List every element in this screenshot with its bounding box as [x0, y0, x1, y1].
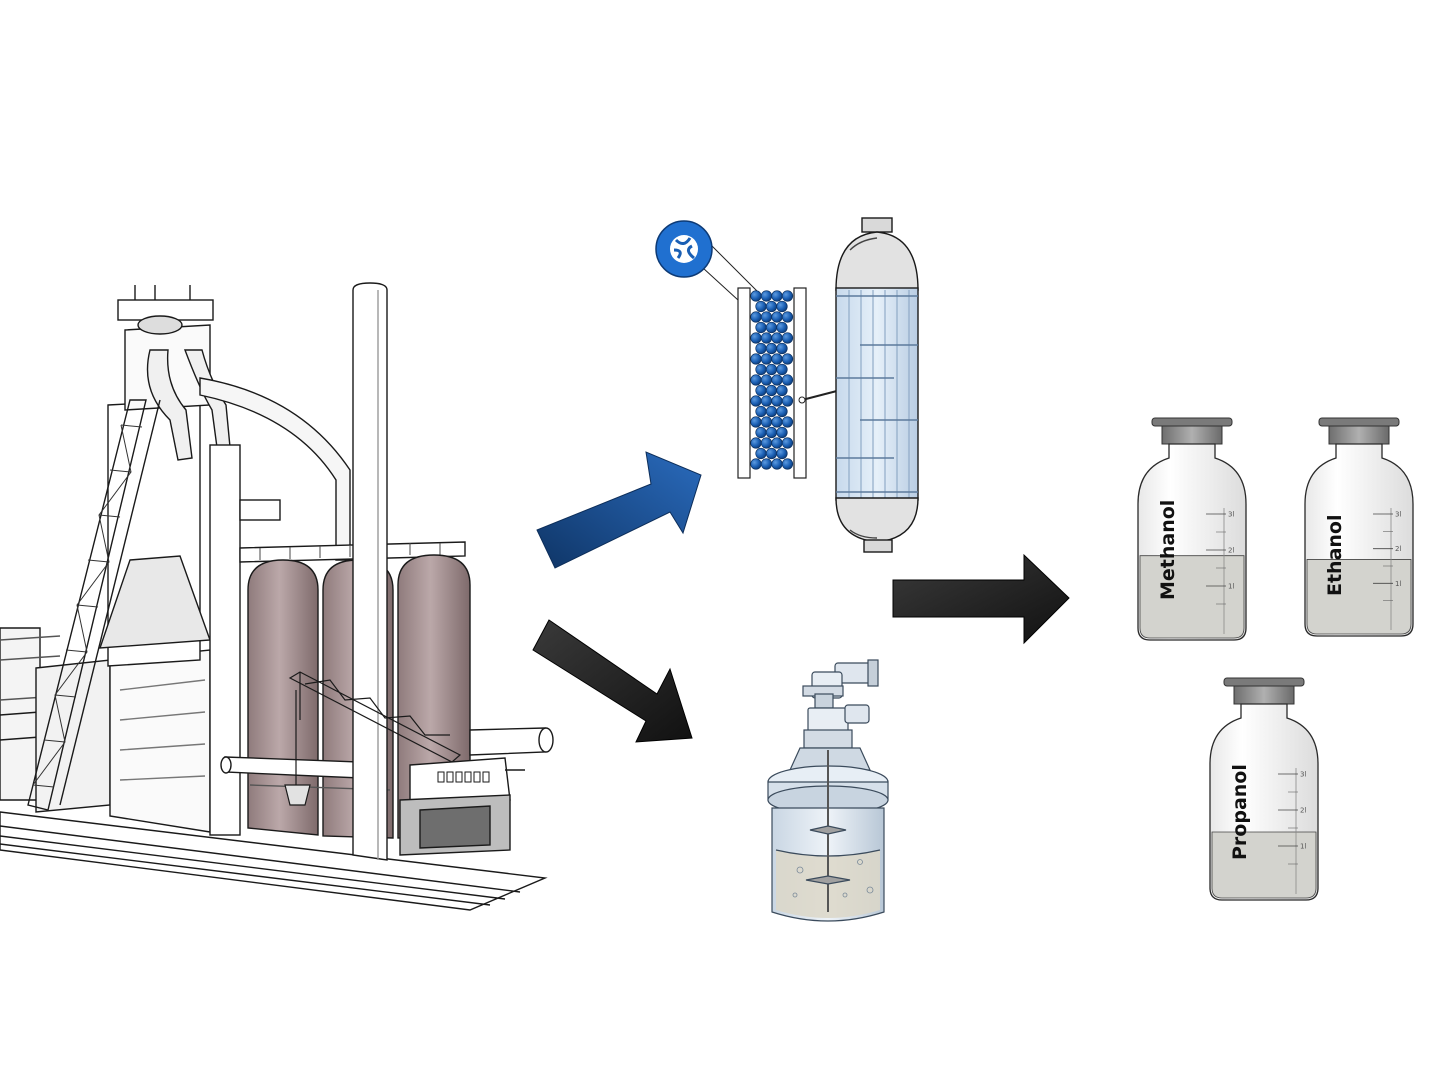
catalyst-pellet	[765, 426, 778, 439]
steel-mill-blast-furnace	[0, 282, 554, 911]
catalyst-pellet	[750, 311, 762, 323]
catalyst-pellet	[760, 416, 773, 428]
bottle-liquid	[1306, 559, 1412, 635]
catalyst-pellet	[750, 395, 762, 407]
catalyst-pellet	[776, 363, 788, 376]
bottle-propanol: 3l 2l 1l Propanol	[1209, 677, 1319, 901]
catalyst-pellet	[781, 332, 794, 344]
catalyst-pellet	[781, 290, 794, 302]
catalyst-pellet	[781, 416, 794, 428]
catalyst-pellet	[760, 395, 773, 407]
arrow-to-products	[892, 553, 1070, 645]
catalyst-pellet	[776, 300, 788, 313]
catalyst-pellet	[755, 300, 767, 313]
catalyst-pellet	[765, 300, 778, 313]
catalyst-pellet	[771, 416, 783, 428]
catalyst-pellet	[776, 405, 788, 418]
catalyst-pellet	[755, 384, 767, 397]
catalyst-pellet	[750, 332, 762, 344]
bottle-stopper	[1233, 685, 1295, 705]
bottle-stopper	[1328, 425, 1390, 445]
catalyst-pellet	[765, 447, 778, 460]
catalyst-pellet	[755, 342, 767, 355]
catalyst-pellet	[776, 321, 788, 334]
catalyst-pellet	[776, 342, 788, 355]
catalyst-pellet	[755, 447, 767, 460]
product-label: Ethanol	[1324, 514, 1346, 596]
catalyst-pellet	[755, 363, 767, 376]
bioreactor-fermenter	[767, 659, 889, 922]
scale-label: 1l	[1228, 583, 1234, 591]
catalyst-pellet	[750, 416, 762, 428]
catalyst-pellet	[755, 426, 767, 439]
catalyst-pellet	[771, 395, 783, 407]
scale-label: 1l	[1395, 580, 1401, 588]
catalyst-pellet	[750, 458, 762, 470]
catalyst-pellet	[771, 437, 783, 449]
bottle-methanol: 3l 2l 1l Methanol	[1137, 417, 1247, 641]
catalyst-pellet	[776, 384, 788, 397]
scale-label: 3l	[1300, 771, 1306, 779]
catalyst-pellet	[760, 290, 773, 302]
catalyst-pellet	[760, 353, 773, 365]
catalyst-pellet	[760, 437, 773, 449]
bottle-cap	[1318, 417, 1400, 427]
bottle-ethanol: 3l 2l 1l Ethanol	[1304, 417, 1414, 637]
catalyst-pellet	[771, 290, 783, 302]
product-label: Propanol	[1229, 764, 1251, 860]
catalyst-pellet	[771, 374, 783, 386]
catalyst-bed	[750, 290, 794, 470]
catalyst-pellet	[771, 458, 783, 470]
scale-label: 1l	[1300, 843, 1306, 851]
catalyst-pellet	[760, 332, 773, 344]
scale-label: 3l	[1395, 511, 1401, 519]
catalytic-fixed-bed-reactor	[655, 217, 919, 553]
catalyst-pellet	[755, 321, 767, 334]
bottle-cap	[1151, 417, 1233, 427]
scale-label: 2l	[1395, 545, 1401, 553]
catalyst-pellet	[760, 458, 773, 470]
catalyst-pellet	[765, 342, 778, 355]
catalyst-pellet	[781, 395, 794, 407]
catalyst-pellet	[781, 458, 794, 470]
catalyst-pellet	[765, 363, 778, 376]
catalyst-pellet	[760, 311, 773, 323]
catalyst-pellet	[765, 405, 778, 418]
catalyst-pellet	[765, 321, 778, 334]
catalyst-pellet	[781, 353, 794, 365]
catalyst-pellet	[781, 437, 794, 449]
catalyst-pellet	[776, 426, 788, 439]
scale-label: 2l	[1228, 547, 1234, 555]
catalyst-pellet	[755, 405, 767, 418]
catalyst-pellet	[760, 374, 773, 386]
catalyst-pellet-icon	[655, 220, 713, 278]
product-label: Methanol	[1157, 500, 1179, 600]
catalyst-pellet	[750, 353, 762, 365]
bottle-liquid	[1139, 555, 1245, 639]
arrow-to-catalytic-reactor	[536, 451, 702, 569]
bottle-liquid	[1211, 831, 1317, 899]
catalyst-pellet	[750, 374, 762, 386]
catalyst-pellet	[776, 447, 788, 460]
catalyst-pellet	[750, 290, 762, 302]
shell-and-tube-reactor	[835, 217, 919, 553]
catalyst-pellet	[771, 353, 783, 365]
catalyst-pellet	[771, 332, 783, 344]
catalyst-pellet	[750, 437, 762, 449]
bottle-cap	[1223, 677, 1305, 687]
bottle-stopper	[1161, 425, 1223, 445]
scale-label: 3l	[1228, 511, 1234, 519]
catalyst-pellet	[765, 384, 778, 397]
catalyst-pellet	[781, 374, 794, 386]
arrow-to-bioreactor	[532, 619, 693, 743]
catalyst-pellet	[781, 311, 794, 323]
catalyst-pellet	[771, 311, 783, 323]
scale-label: 2l	[1300, 807, 1306, 815]
